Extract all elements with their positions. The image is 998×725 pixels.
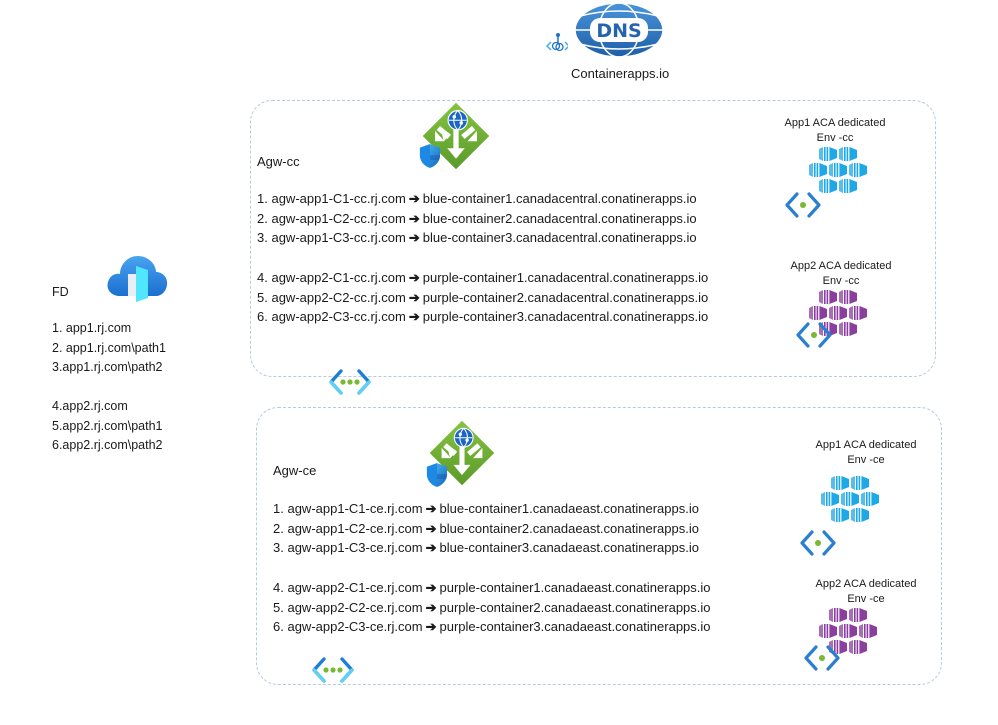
container-apps-env-icon (820, 476, 882, 526)
arrow-icon: ➔ (425, 619, 437, 635)
agw-cc-title: Agw-cc (257, 154, 300, 169)
container-cube (819, 624, 837, 638)
route-row: 6. agw-app2-C3-cc.rj.com➔purple-containe… (257, 309, 709, 325)
waf-shield-icon (419, 143, 441, 169)
fd-route: 6.app2.rj.com\path2 (52, 438, 163, 452)
dns-label: Containerapps.io (571, 66, 670, 81)
container-cube (841, 492, 859, 506)
agw-ce-region-box (256, 407, 942, 685)
container-cube (839, 322, 857, 336)
agw-cc-region-box (250, 100, 936, 377)
container-cube (851, 508, 869, 522)
container-apps-env-icon (808, 147, 870, 197)
route-row: 4. agw-app2-C1-ce.rj.com➔purple-containe… (273, 580, 711, 595)
route-row: 2. agw-app1-C2-cc.rj.com➔blue-container2… (257, 210, 697, 226)
vnet-icon (794, 320, 834, 350)
container-cube (831, 508, 849, 522)
arrow-icon: ➔ (425, 540, 437, 556)
vnet-icon (783, 190, 823, 220)
agw-ce-routes-group1: 1. agw-app1-C1-ce.rj.com➔blue-container1… (273, 499, 699, 558)
waf-shield-icon (426, 462, 448, 488)
route-row: 6. agw-app2-C3-ce.rj.com➔purple-containe… (273, 619, 711, 635)
dns-globe-icon: DNS (574, 2, 664, 58)
container-cube (821, 492, 839, 506)
route-row: 3. agw-app1-C3-cc.rj.com➔blue-container3… (257, 230, 697, 246)
arrow-icon: ➔ (425, 599, 437, 615)
container-cube (829, 608, 847, 622)
container-cube (849, 640, 867, 654)
container-cube (859, 624, 877, 638)
container-cube (849, 608, 867, 622)
arrow-icon: ➔ (408, 210, 420, 226)
route-row: 2. agw-app1-C2-ce.rj.com➔blue-container2… (273, 520, 699, 536)
container-cube (839, 290, 857, 304)
container-cube (849, 163, 867, 177)
container-cube (819, 147, 837, 161)
front-door-title: FD (52, 285, 69, 299)
agw-cc-routes-group2: 4. agw-app2-C1-cc.rj.com➔purple-containe… (257, 268, 708, 327)
arrow-icon: ➔ (425, 520, 437, 536)
fd-route: 2. app1.rj.com\path1 (52, 340, 166, 355)
route-row: 1. agw-app1-C1-ce.rj.com➔blue-container1… (273, 501, 699, 516)
arrow-icon: ➔ (408, 270, 420, 285)
front-door-icon (107, 256, 168, 302)
dns-zone: DNS (546, 2, 666, 62)
container-apps-env-icon (808, 290, 870, 340)
arrow-icon: ➔ (408, 230, 420, 246)
container-cube (839, 179, 857, 193)
container-cube (819, 290, 837, 304)
vnet-peering-icon (328, 367, 372, 397)
container-cube (851, 476, 869, 490)
container-cube (831, 476, 849, 490)
container-cube (861, 492, 879, 506)
container-cube (839, 624, 857, 638)
arrow-icon: ➔ (408, 309, 420, 325)
agw-ce-title: Agw-ce (273, 463, 317, 478)
dns-icon-text: DNS (596, 20, 641, 42)
container-cube (809, 163, 827, 177)
container-apps-env-icon (818, 608, 880, 658)
vnet-peering-icon (311, 655, 355, 685)
container-cube (819, 179, 837, 193)
arrow-icon: ➔ (425, 580, 437, 595)
private-dns-icon (546, 33, 568, 52)
route-row: 4. agw-app2-C1-cc.rj.com➔purple-containe… (257, 270, 709, 285)
front-door-routes-group1: 1. app1.rj.com 2. app1.rj.com\path1 3.ap… (52, 319, 166, 378)
route-row: 5. agw-app2-C2-ce.rj.com➔purple-containe… (273, 599, 711, 615)
fd-route: 5.app2.rj.com\path1 (52, 418, 163, 433)
container-cube (849, 306, 867, 320)
fd-route: 1. app1.rj.com (52, 321, 132, 335)
fd-route: 4.app2.rj.com (52, 399, 128, 413)
route-row: 3. agw-app1-C3-ce.rj.com➔blue-container3… (273, 540, 699, 556)
container-cube (839, 147, 857, 161)
container-cube (829, 306, 847, 320)
vnet-icon (802, 643, 842, 673)
route-row: 1. agw-app1-C1-cc.rj.com➔blue-container1… (257, 191, 697, 206)
route-row: 5. agw-app2-C2-cc.rj.com➔purple-containe… (257, 289, 709, 305)
agw-ce-routes-group2: 4. agw-app2-C1-ce.rj.com➔purple-containe… (273, 578, 711, 637)
arrow-icon: ➔ (425, 501, 437, 516)
fd-route: 3.app1.rj.com\path2 (52, 360, 163, 374)
container-cube (829, 163, 847, 177)
arrow-icon: ➔ (408, 191, 420, 206)
front-door-routes-group2: 4.app2.rj.com 5.app2.rj.com\path1 6.app2… (52, 397, 163, 456)
agw-cc-routes-group1: 1. agw-app1-C1-cc.rj.com➔blue-container1… (257, 189, 697, 248)
container-cube (809, 306, 827, 320)
arrow-icon: ➔ (408, 289, 420, 305)
vnet-icon (798, 528, 838, 558)
